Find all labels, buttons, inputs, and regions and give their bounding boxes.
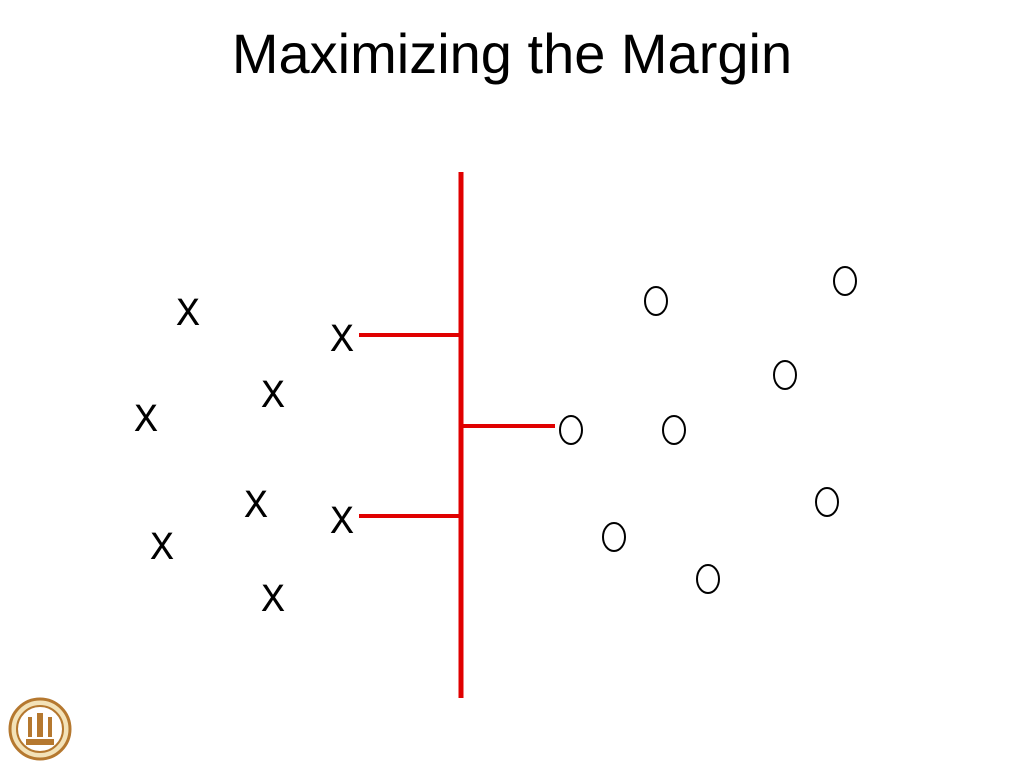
o-point-6 bbox=[815, 487, 839, 517]
separator-group bbox=[359, 172, 555, 698]
x-point-7: X bbox=[150, 527, 174, 572]
o-marks bbox=[559, 266, 857, 594]
o-point-4 bbox=[559, 415, 583, 445]
o-point-5 bbox=[662, 415, 686, 445]
o-point-3 bbox=[773, 360, 797, 390]
x-point-4: X bbox=[134, 399, 158, 444]
slide-title: Maximizing the Margin bbox=[231, 22, 793, 85]
o-point-8 bbox=[696, 564, 720, 594]
x-point-1: X bbox=[176, 293, 200, 338]
x-point-5: X bbox=[244, 485, 268, 530]
x-point-8: X bbox=[261, 579, 285, 624]
university-seal-icon bbox=[8, 697, 72, 761]
o-point-1 bbox=[833, 266, 857, 296]
x-point-3: X bbox=[261, 375, 285, 420]
o-point-2 bbox=[644, 286, 668, 316]
x-point-2: X bbox=[330, 319, 354, 364]
o-point-7 bbox=[602, 522, 626, 552]
x-point-6: X bbox=[330, 501, 354, 546]
